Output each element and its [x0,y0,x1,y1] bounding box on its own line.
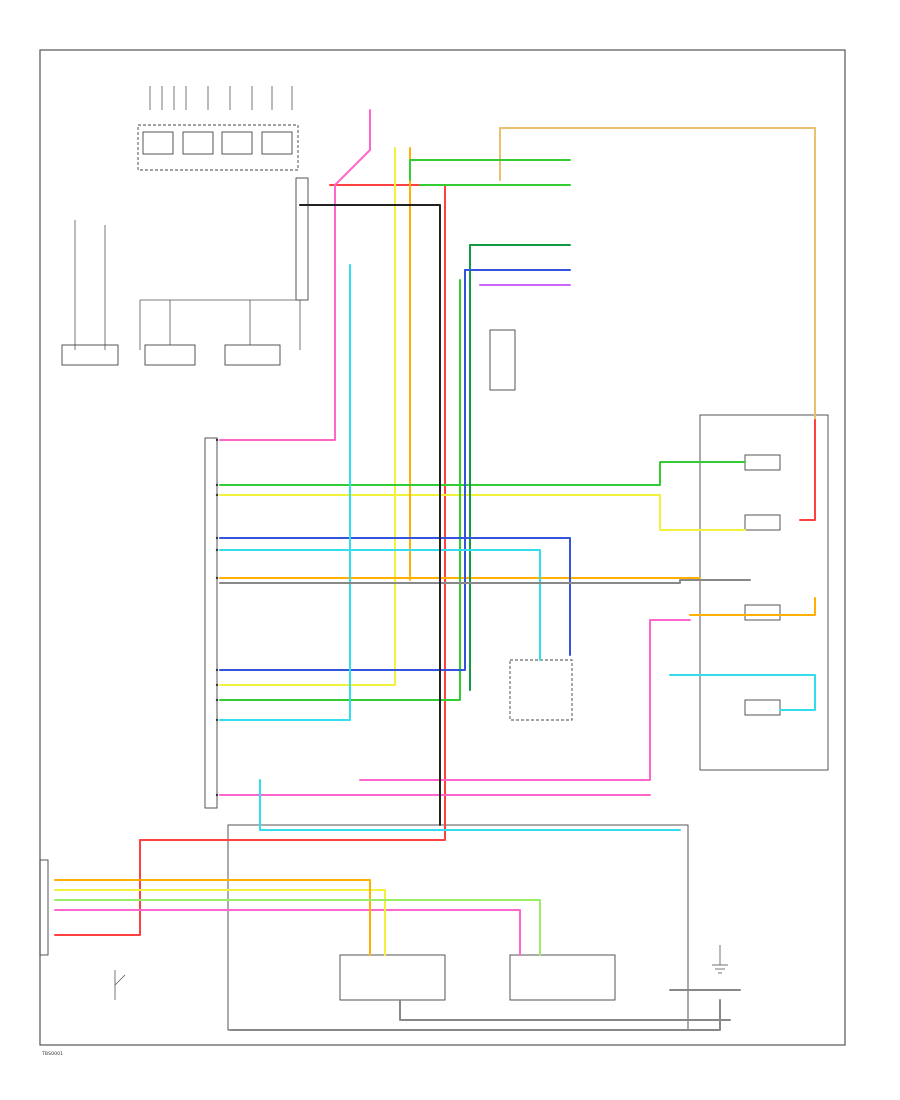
connector-icon [295,177,309,301]
connector-icon [204,437,218,809]
switch-icon [142,131,174,155]
fuse-icon [149,86,293,110]
diagram-frame [39,49,846,1046]
switch-icon [509,659,573,721]
wires [54,109,816,1031]
footer-code: TBS0001 [41,1051,63,1057]
bottom-module [227,824,689,1031]
switch-icon [114,970,126,1000]
pin-dots [215,438,219,797]
left-sensors [61,220,281,366]
switch-module-outline [137,124,299,171]
bottom-left-connector [39,859,49,956]
rear-motor-box [339,954,446,1001]
transmission-box [699,414,829,771]
front-motor-box [509,954,616,1001]
top-fuse-block [137,86,299,171]
ground-icon [712,945,728,974]
